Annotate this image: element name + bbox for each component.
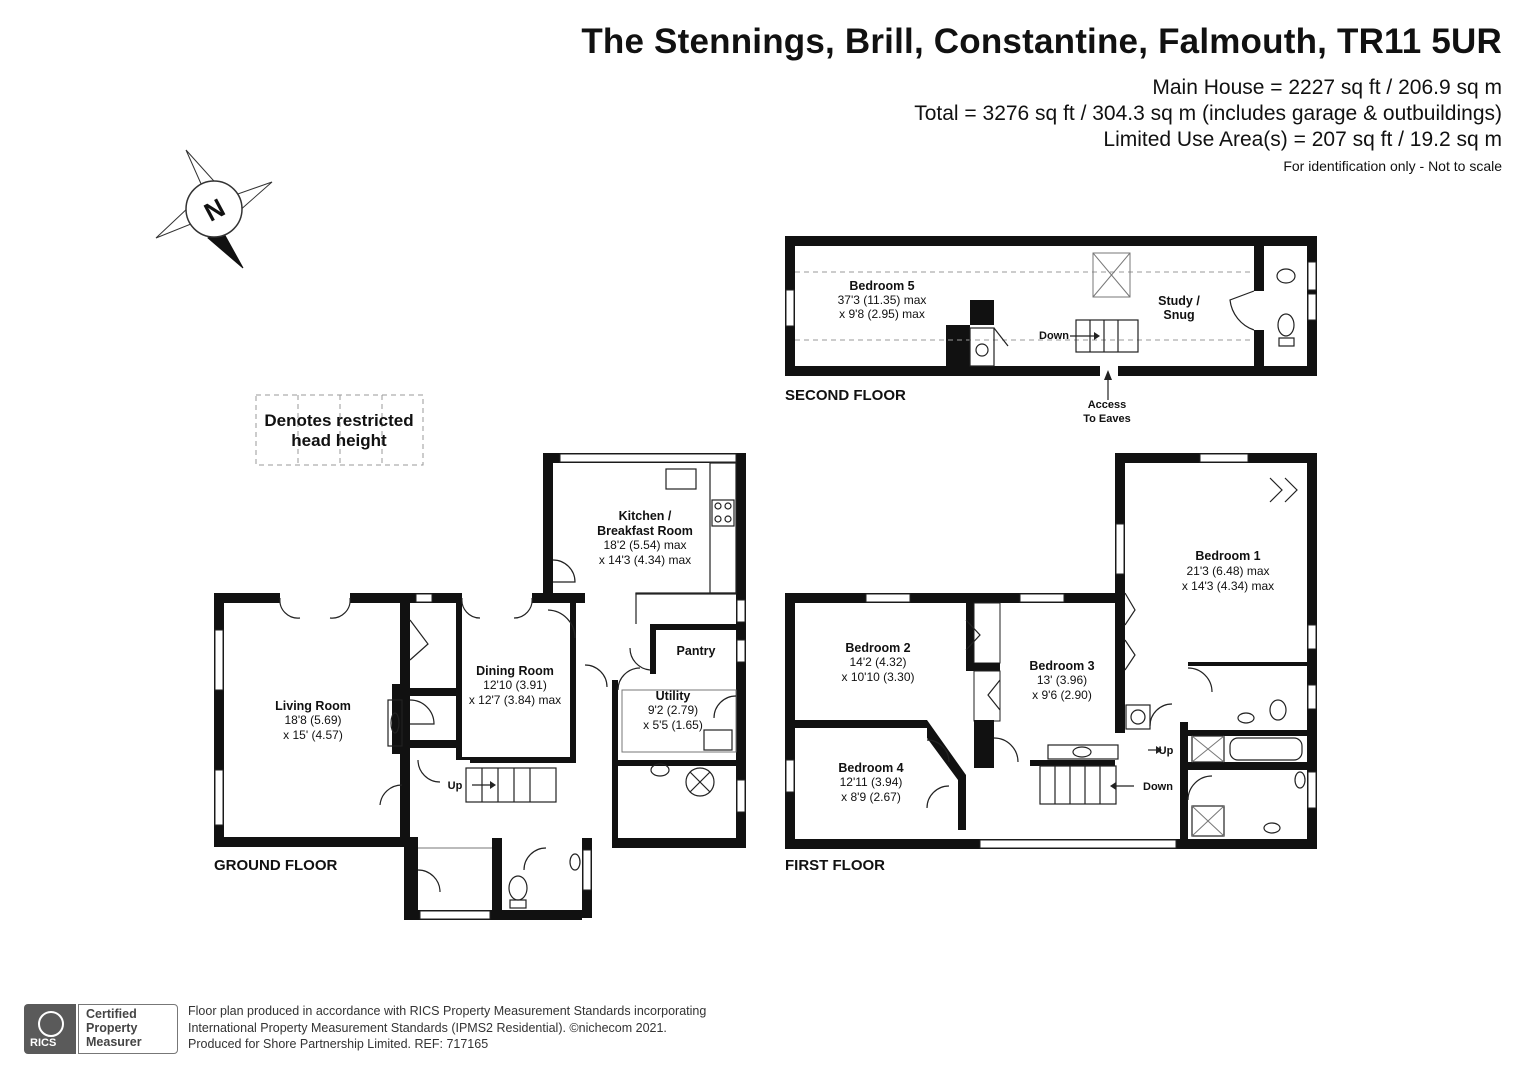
bedroom-3-dim1: 13' (3.96) bbox=[1037, 673, 1087, 687]
ground-stair-up-label: Up bbox=[448, 780, 463, 792]
badge-line-3: Measurer bbox=[86, 1035, 142, 1049]
living-room-name: Living Room bbox=[275, 699, 351, 713]
badge-line-1: Certified bbox=[86, 1007, 137, 1021]
kitchen-dim2: x 14'3 (4.34) max bbox=[599, 553, 691, 567]
bedroom-1-name: Bedroom 1 bbox=[1195, 549, 1260, 563]
kitchen-dim1: 18'2 (5.54) max bbox=[604, 538, 687, 552]
badge-line-2: Property bbox=[86, 1021, 138, 1035]
study-name-2: Snug bbox=[1163, 308, 1194, 322]
badge-frame bbox=[78, 1004, 178, 1054]
bedroom-5-dim1: 37'3 (11.35) max bbox=[838, 293, 927, 307]
rics-logo-text: RICS bbox=[30, 1037, 57, 1049]
bedroom-5-dim2: x 9'8 (2.95) max bbox=[839, 307, 925, 321]
first-stair-down-label: Down bbox=[1143, 781, 1173, 793]
total-area: Total = 3276 sq ft / 304.3 sq m (include… bbox=[914, 102, 1502, 125]
first-floor-plan: Bedroom 1 21'3 (6.48) max x 14'3 (4.34) … bbox=[785, 453, 1317, 874]
bedroom-3-dim2: x 9'6 (2.90) bbox=[1032, 688, 1092, 702]
bedroom-2-dim2: x 10'10 (3.30) bbox=[841, 670, 914, 684]
ground-floor-label: GROUND FLOOR bbox=[214, 857, 337, 874]
bedroom-2-name: Bedroom 2 bbox=[845, 641, 910, 655]
footer-line-3: Produced for Shore Partnership Limited. … bbox=[188, 1037, 489, 1051]
dining-room-dim1: 12'10 (3.91) bbox=[483, 678, 547, 692]
bedroom-1-dim2: x 14'3 (4.34) max bbox=[1182, 579, 1274, 593]
dining-room-dim2: x 12'7 (3.84) max bbox=[469, 693, 561, 707]
rics-globe-icon bbox=[38, 1011, 64, 1037]
compass: N bbox=[155, 149, 273, 269]
restricted-height-legend: Denotes restricted head height bbox=[255, 394, 424, 466]
plan-title: The Stennings, Brill, Constantine, Falmo… bbox=[581, 22, 1502, 61]
second-floor-plan: Bedroom 5 37'3 (11.35) max x 9'8 (2.95) … bbox=[785, 236, 1317, 425]
legend-line-1: Denotes restricted bbox=[264, 411, 413, 430]
bedroom-5-name: Bedroom 5 bbox=[849, 279, 914, 293]
living-room-dim2: x 15' (4.57) bbox=[283, 728, 343, 742]
living-room-dim1: 18'8 (5.69) bbox=[285, 713, 342, 727]
kitchen-name-2: Breakfast Room bbox=[597, 524, 693, 538]
bedroom-1-dim1: 21'3 (6.48) max bbox=[1187, 564, 1270, 578]
badge-text: Certified Property Measurer bbox=[86, 1007, 176, 1049]
second-stair-down-label: Down bbox=[1039, 330, 1069, 342]
dining-room-name: Dining Room bbox=[476, 664, 554, 678]
bedroom-4-name: Bedroom 4 bbox=[838, 761, 903, 775]
limited-use-area: Limited Use Area(s) = 207 sq ft / 19.2 s… bbox=[1103, 128, 1502, 151]
ground-floor-plan: Living Room 18'8 (5.69) x 15' (4.57) Din… bbox=[214, 453, 746, 920]
footer-line-2: International Property Measurement Stand… bbox=[188, 1020, 667, 1035]
utility-dim2: x 5'5 (1.65) bbox=[643, 718, 703, 732]
main-house-area: Main House = 2227 sq ft / 206.9 sq m bbox=[1152, 76, 1502, 99]
pantry-name: Pantry bbox=[677, 644, 716, 658]
kitchen-name-1: Kitchen / bbox=[619, 509, 672, 523]
eaves-label-1: Access bbox=[1088, 399, 1127, 411]
eaves-label-2: To Eaves bbox=[1083, 413, 1131, 425]
bedroom-3-name: Bedroom 3 bbox=[1029, 659, 1094, 673]
first-stair-up-label: Up bbox=[1159, 745, 1174, 757]
first-floor-label: FIRST FLOOR bbox=[785, 857, 885, 874]
footer-note: Floor plan produced in accordance with R… bbox=[188, 1003, 706, 1053]
legend-line-2: head height bbox=[291, 431, 387, 450]
bedroom-4-dim2: x 8'9 (2.67) bbox=[841, 790, 901, 804]
utility-dim1: 9'2 (2.79) bbox=[648, 703, 698, 717]
bedroom-2-dim1: 14'2 (4.32) bbox=[850, 655, 907, 669]
study-name-1: Study / bbox=[1158, 294, 1200, 308]
utility-name: Utility bbox=[656, 689, 691, 703]
second-floor-label: SECOND FLOOR bbox=[785, 387, 906, 404]
footer-line-1: Floor plan produced in accordance with R… bbox=[188, 1004, 707, 1018]
rics-logo: RICS bbox=[24, 1004, 76, 1054]
bedroom-4-dim1: 12'11 (3.94) bbox=[840, 775, 903, 789]
rics-certified-badge: RICS Certified Property Measurer bbox=[24, 1004, 178, 1054]
identification-note: For identification only - Not to scale bbox=[1283, 158, 1502, 174]
